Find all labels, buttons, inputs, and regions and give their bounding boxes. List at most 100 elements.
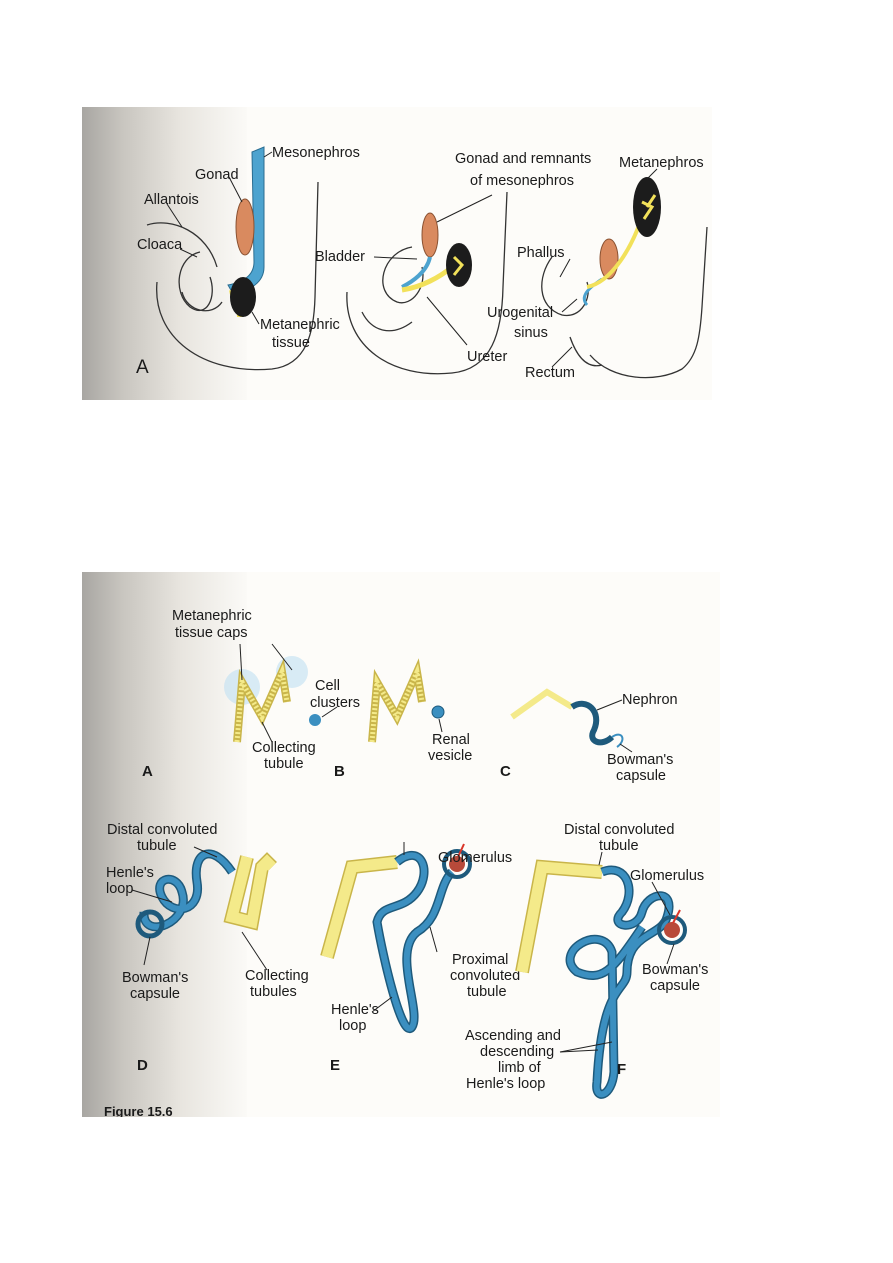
- leader-gonad-remnants: [436, 194, 493, 223]
- panel-label-a: A: [142, 763, 153, 780]
- scan-shadow-edge: [82, 107, 247, 400]
- label-henle-d-1: Henle's: [106, 865, 154, 881]
- label-renal-vesicle-1: Renal: [432, 732, 470, 748]
- gonad-2-shape: [421, 212, 439, 258]
- label-ascending-3: limb of: [498, 1060, 542, 1076]
- collecting-tubule-d: [225, 854, 276, 929]
- allantois-outline: [146, 222, 218, 268]
- leader-glomerulus-f: [651, 881, 671, 916]
- label-gonad-remnants-1: Gonad and remnants: [455, 151, 591, 167]
- leader-ascending-1: [559, 1049, 599, 1053]
- nephron-e: [373, 852, 455, 1032]
- leader-cloaca: [179, 248, 198, 258]
- leader-bladder: [373, 256, 418, 260]
- nephron-diagram: Metanephric tissue caps Collecting tubul…: [104, 608, 708, 1117]
- label-ascending-4: Henle's loop: [466, 1076, 545, 1092]
- label-renal-vesicle-2: vesicle: [428, 748, 472, 764]
- label-glomerulus-f: Glomerulus: [630, 868, 704, 884]
- panel-label-f: F: [617, 1061, 626, 1078]
- renal-vesicle-shape: [431, 705, 445, 719]
- panel-c-drawing: Nephron Bowman's capsule C: [500, 688, 678, 784]
- leader-nephron: [596, 699, 623, 711]
- leader-cell-clusters: [321, 706, 338, 718]
- label-proximal-3: tubule: [467, 984, 507, 1000]
- leader-allantois: [166, 203, 183, 228]
- panel-a-drawing: Metanephric tissue caps Collecting tubul…: [142, 608, 316, 780]
- label-ascending-1: Ascending and: [465, 1028, 561, 1044]
- mesonephric-remnant-shape: [401, 256, 432, 289]
- bowmans-c-shape: [611, 733, 624, 748]
- glomerulus-f-vessel: [672, 909, 681, 924]
- leader-proximal: [429, 926, 438, 953]
- label-urogenital-1: Urogenital: [487, 305, 553, 321]
- bowmans-e-shape: [442, 849, 472, 879]
- calyces-3-shape: [641, 194, 657, 220]
- ureter-2-shape: [401, 265, 454, 293]
- label-glomerulus-e: Glomerulus: [438, 850, 512, 866]
- collecting-tubule-b: [369, 663, 425, 743]
- cell-cluster: [309, 714, 321, 726]
- hindgut-outline: [181, 291, 223, 312]
- label-bowmans-c-2: capsule: [616, 768, 666, 784]
- embryo-2-body-outline: [346, 191, 508, 375]
- nephron-c-shape: [570, 700, 615, 746]
- bowmans-f-shape: [657, 915, 687, 945]
- figure-nephron-development: Metanephric tissue caps Collecting tubul…: [82, 572, 720, 1117]
- label-collecting-d-2: tubules: [250, 984, 297, 1000]
- label-metanephros: Metanephros: [619, 155, 704, 171]
- label-distal-d-2: tubule: [137, 838, 177, 854]
- leader-glomerulus-e: [461, 856, 468, 863]
- collecting-tubule-e: [321, 856, 398, 959]
- nephron-d: [141, 850, 235, 930]
- label-nephron: Nephron: [622, 692, 678, 708]
- embryo-3-body-outline: [589, 226, 708, 379]
- label-distal-f-2: tubule: [599, 838, 639, 854]
- leader-henle-e: [371, 996, 393, 1013]
- panel-b-drawing: Cell clusters Renal vesicle B: [309, 658, 472, 780]
- label-henle-d-2: loop: [106, 881, 133, 897]
- leader-collecting-a: [261, 721, 273, 743]
- label-bowmans-c-1: Bowman's: [607, 752, 673, 768]
- leader-ureter: [426, 296, 468, 346]
- label-bladder: Bladder: [315, 249, 365, 265]
- leader-urogenital: [561, 298, 578, 313]
- leader-phallus: [559, 258, 571, 278]
- label-henle-e-1: Henle's: [331, 1002, 379, 1018]
- label-cloaca: Cloaca: [137, 237, 183, 253]
- label-collecting-a-2: tubule: [264, 756, 304, 772]
- label-gonad: Gonad: [195, 167, 239, 183]
- leader-bowmans-c: [619, 743, 633, 753]
- figure-urogenital-development: Mesonephros Gonad Allantois Cloaca Metan…: [82, 107, 712, 400]
- leader-ascending-2: [559, 1041, 613, 1053]
- leader-distal-d: [193, 846, 218, 858]
- label-gonad-remnants-2: of mesonephros: [470, 173, 574, 189]
- leader-bowmans-d: [143, 936, 151, 966]
- calyces-2-shape: [452, 255, 465, 276]
- leader-gonad: [228, 176, 243, 203]
- metanephros-2-shape: [446, 243, 472, 287]
- label-bowmans-d-1: Bowman's: [122, 970, 188, 986]
- leader-henle-d: [131, 889, 173, 903]
- label-urogenital-2: sinus: [514, 325, 548, 341]
- caption-fragment: Figure 15.6: [104, 1104, 173, 1117]
- bowmans-d-shape: [135, 909, 165, 939]
- label-cell-clusters-1: Cell: [315, 678, 340, 694]
- glomerulus-e-shape: [449, 856, 465, 872]
- collecting-tubule-f: [516, 861, 603, 974]
- embryo-2: Gonad and remnants of mesonephros Bladde…: [315, 151, 591, 375]
- glomerulus-f-shape: [664, 922, 680, 938]
- label-proximal-1: Proximal: [452, 952, 508, 968]
- urogenital-diagram: Mesonephros Gonad Allantois Cloaca Metan…: [136, 145, 708, 381]
- panel-f-drawing: Distal convoluted tubule Glomerulus Bowm…: [465, 822, 708, 1099]
- label-bowmans-f-1: Bowman's: [642, 962, 708, 978]
- label-proximal-2: convoluted: [450, 968, 520, 984]
- metanephric-tissue-shape: [230, 277, 256, 317]
- embryo-1: Mesonephros Gonad Allantois Cloaca Metan…: [136, 145, 360, 378]
- label-metanephric-2: tissue: [272, 335, 310, 351]
- leader-renal-vesicle: [438, 718, 443, 733]
- label-allantois: Allantois: [144, 192, 199, 208]
- rectum-outline: [569, 336, 603, 367]
- label-tissue-caps-1: Metanephric: [172, 608, 252, 624]
- leader-caps-1: [239, 643, 243, 681]
- label-metanephric-1: Metanephric: [260, 317, 340, 333]
